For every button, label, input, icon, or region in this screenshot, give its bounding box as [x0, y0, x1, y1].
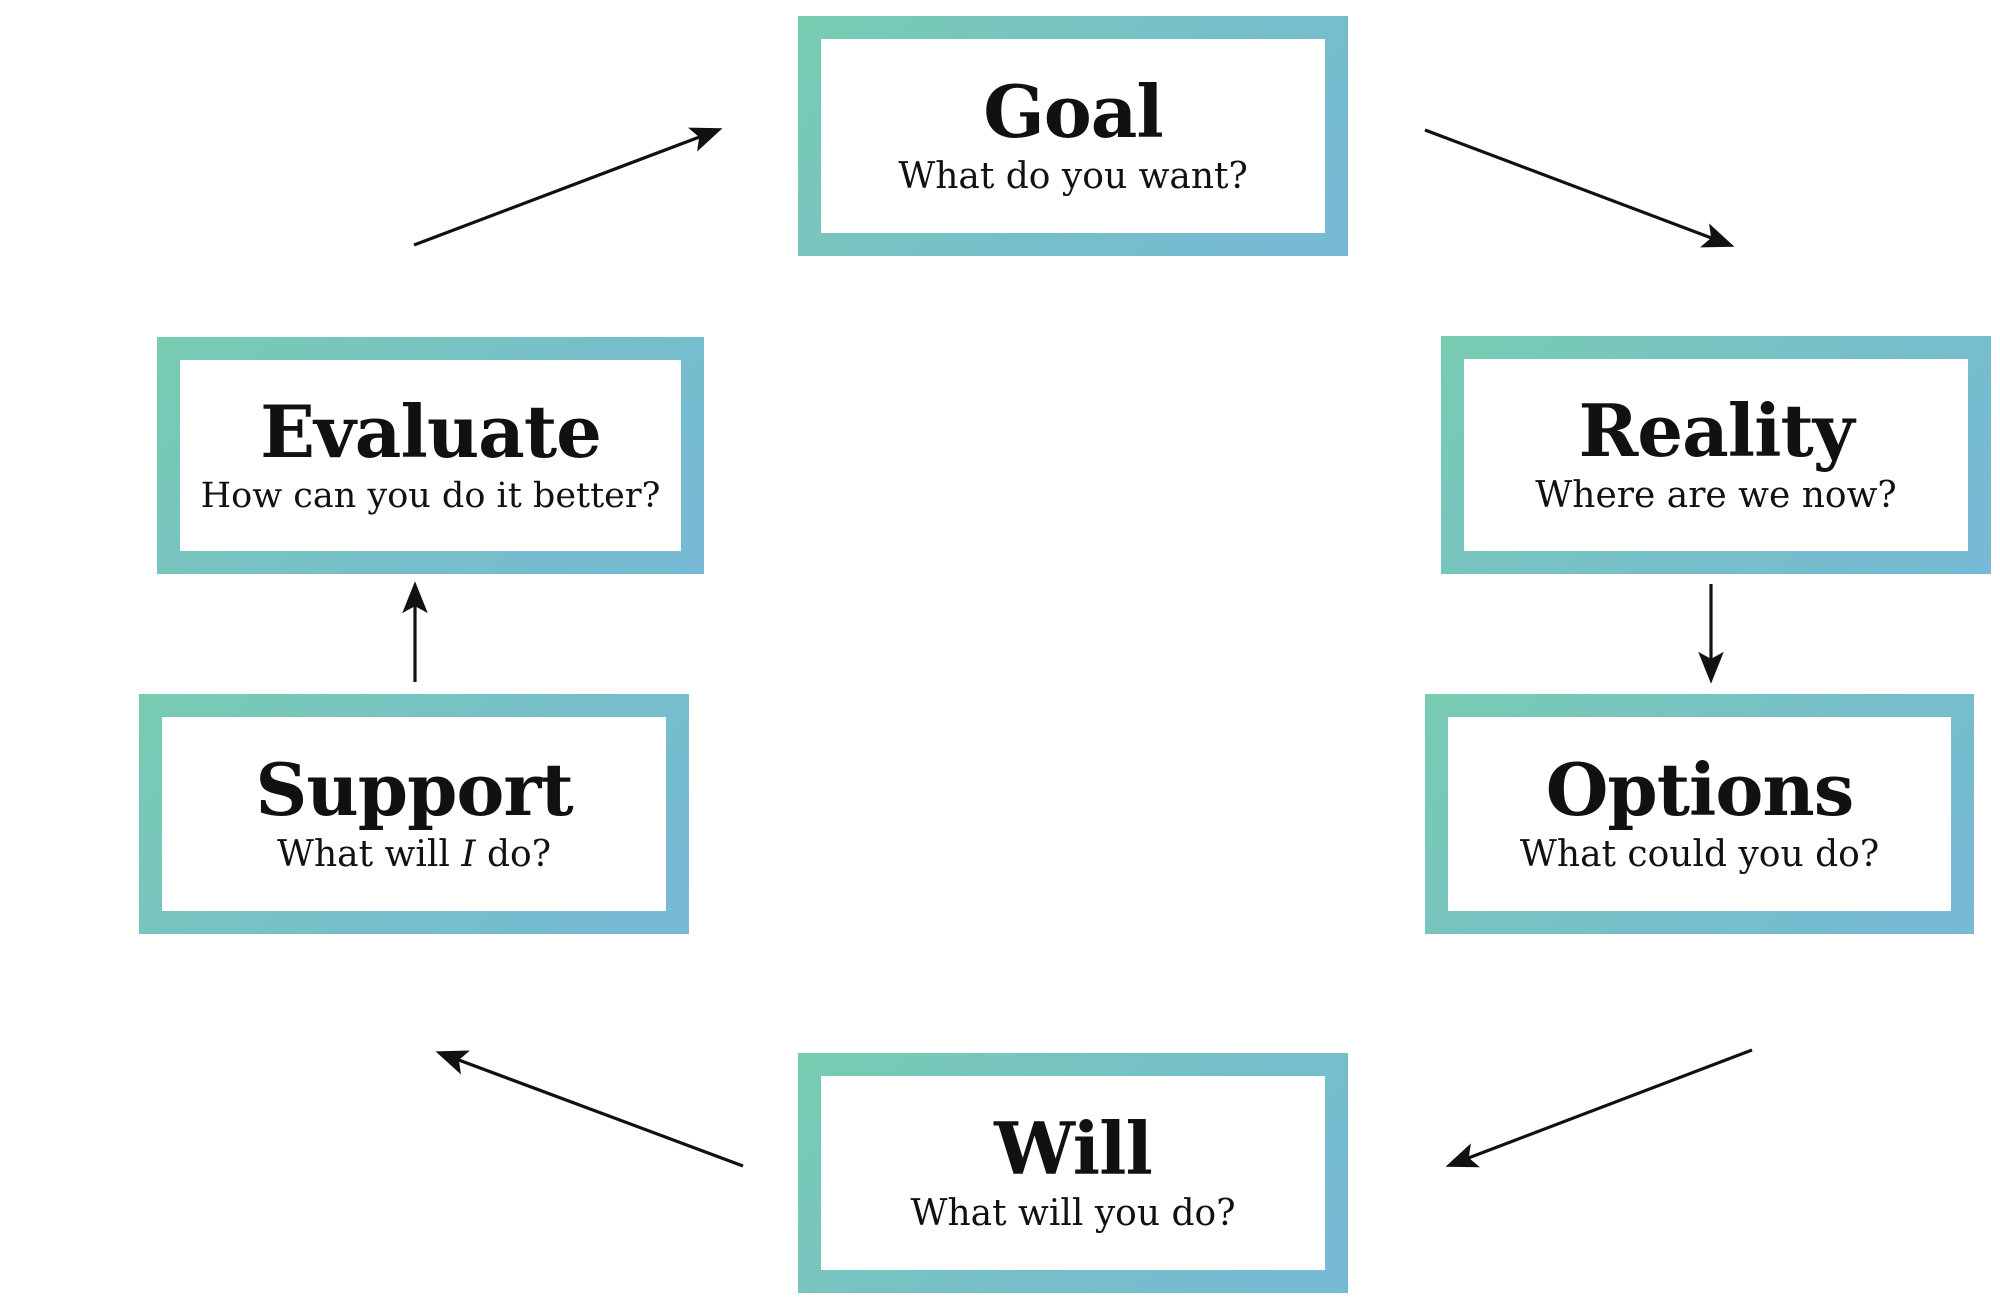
reality-subtitle: Where are we now?	[1535, 475, 1897, 517]
options-box-content: Options What could you do?	[1448, 717, 1951, 911]
options-title: Options	[1545, 746, 1855, 832]
goal-subtitle: What do you want?	[898, 156, 1248, 198]
will-subtitle: What will you do?	[910, 1193, 1236, 1235]
support-title: Support	[255, 746, 573, 832]
goal-box: Goal What do you want?	[798, 16, 1348, 256]
arrow-goal-to-reality	[1424, 128, 1735, 248]
evaluate-subtitle: How can you do it better?	[200, 476, 661, 517]
arrow-evaluate-to-goal	[413, 127, 723, 247]
evaluate-box-content: Evaluate How can you do it better?	[180, 360, 681, 551]
support-subtitle-after: do?	[475, 834, 552, 876]
reality-title: Reality	[1578, 387, 1854, 473]
support-subtitle: What will I do?	[277, 833, 551, 876]
will-box-content: Will What will you do?	[821, 1076, 1325, 1270]
evaluate-box: Evaluate How can you do it better?	[157, 337, 704, 574]
support-subtitle-emphasis: I	[461, 834, 476, 876]
options-subtitle: What could you do?	[1519, 834, 1880, 876]
arrow-will-to-support	[435, 1050, 744, 1168]
goal-box-content: Goal What do you want?	[821, 39, 1325, 233]
will-title: Will	[994, 1105, 1153, 1191]
goal-title: Goal	[983, 68, 1164, 154]
support-box-content: Support What will I do?	[162, 717, 666, 911]
arrow-options-to-will	[1445, 1048, 1753, 1168]
evaluate-title: Evaluate	[260, 388, 602, 474]
options-box: Options What could you do?	[1425, 694, 1974, 934]
will-box: Will What will you do?	[798, 1053, 1348, 1293]
reality-box-content: Reality Where are we now?	[1464, 359, 1968, 551]
reality-box: Reality Where are we now?	[1441, 336, 1991, 574]
support-subtitle-before: What will	[276, 834, 462, 876]
support-box: Support What will I do?	[139, 694, 689, 934]
